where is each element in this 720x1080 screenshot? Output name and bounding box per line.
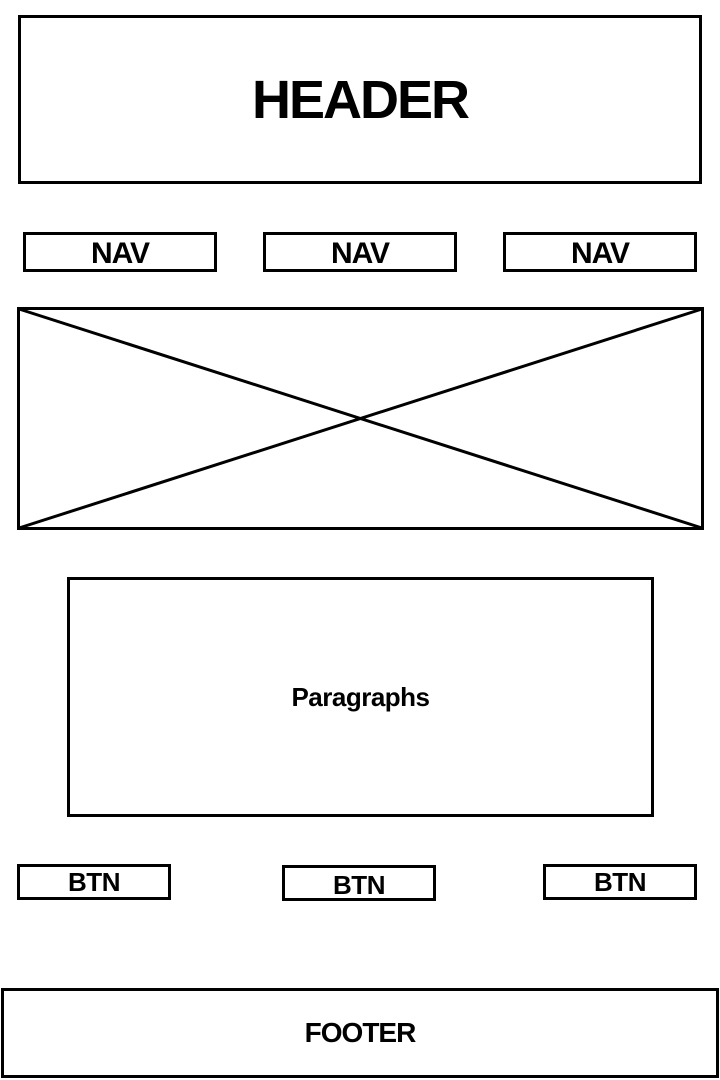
button-label: BTN	[68, 866, 120, 897]
header-label: HEADER	[251, 69, 470, 130]
header-block: HEADER	[18, 15, 702, 184]
button-label: BTN	[333, 869, 385, 900]
footer-block: FOOTER	[1, 988, 719, 1078]
nav-item-label: NAV	[330, 237, 390, 270]
nav-item-label: NAV	[90, 237, 150, 270]
nav-item-2[interactable]: NAV	[263, 232, 457, 272]
button-2[interactable]: BTN	[282, 865, 436, 901]
button-1[interactable]: BTN	[17, 864, 171, 900]
footer-label: FOOTER	[304, 1017, 417, 1048]
nav-item-label: NAV	[570, 237, 630, 270]
paragraphs-block: Paragraphs	[67, 577, 654, 817]
paragraphs-label: Paragraphs	[291, 681, 430, 712]
image-placeholder	[17, 307, 704, 530]
image-placeholder-cross-icon	[17, 307, 704, 530]
nav-item-3[interactable]: NAV	[503, 232, 697, 272]
button-label: BTN	[594, 866, 646, 897]
nav-item-1[interactable]: NAV	[23, 232, 217, 272]
button-3[interactable]: BTN	[543, 864, 697, 900]
